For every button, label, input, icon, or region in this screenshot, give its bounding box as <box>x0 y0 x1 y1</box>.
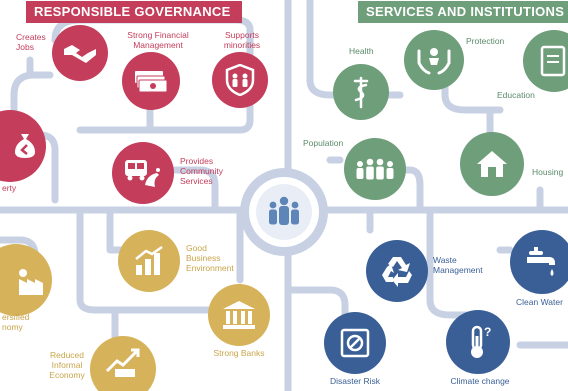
money-bag-icon <box>15 134 35 158</box>
money-stack-icon <box>135 71 168 93</box>
people-group-icon <box>269 196 299 225</box>
label-reduces-poverty: uces erty <box>2 173 20 193</box>
bar-chart-icon <box>135 245 163 275</box>
node-housing <box>460 132 524 196</box>
node-strong-financial-management <box>122 52 180 110</box>
house-icon <box>477 151 507 177</box>
label-supports-minorities: Supports minorities <box>223 30 261 50</box>
node-climate-change: ? <box>446 310 510 374</box>
caduceus-icon <box>353 76 369 109</box>
label-clean-water: Clean Water <box>516 297 563 307</box>
label-strong-banks: Strong Banks <box>213 348 265 358</box>
bank-icon <box>223 301 255 329</box>
factory-icon <box>19 269 43 295</box>
label-waste-management: Waste Management <box>433 255 483 275</box>
label-creates-jobs: Creates Jobs <box>16 32 46 52</box>
node-waste-management <box>366 240 428 302</box>
label-population: Population <box>303 138 344 148</box>
node-creates-jobs <box>52 25 108 81</box>
node-good-business-environment <box>118 230 180 292</box>
banner-services-and-institutions: SERVICES AND INSTITUTIONS <box>358 1 568 23</box>
label-diversified-economy: ersified nomy <box>2 312 30 332</box>
center-hub <box>240 168 328 256</box>
banner-responsible-governance: RESPONSIBLE GOVERNANCE <box>26 1 242 23</box>
handshake-icon <box>64 45 96 63</box>
crowd-icon <box>356 158 394 180</box>
node-clean-water <box>510 230 568 294</box>
node-reduced-informal-economy <box>90 336 156 391</box>
node-health <box>333 64 389 120</box>
node-education <box>523 30 568 92</box>
hands-person-icon <box>417 48 451 75</box>
node-population <box>344 138 406 200</box>
label-good-business-environment: Good Business Environment <box>186 243 234 273</box>
fire-extinguisher-icon <box>340 328 370 358</box>
bus-icon <box>125 160 160 187</box>
node-strong-banks <box>208 284 270 346</box>
label-disaster-risk: Disaster Risk <box>329 376 381 386</box>
thermometer-icon: ? <box>471 325 491 358</box>
node-disaster-risk <box>324 312 386 374</box>
label-education: Education <box>497 90 535 100</box>
book-icon <box>540 45 566 77</box>
recycle-icon <box>382 257 412 287</box>
label-health: Health <box>349 46 374 56</box>
node-community-services <box>112 142 174 204</box>
label-climate-change: Climate change <box>450 376 510 386</box>
label-reduced-informal-economy: Reduced Informal Economy <box>49 350 85 380</box>
faucet-icon <box>527 247 555 276</box>
label-housing: Housing <box>532 167 564 177</box>
growth-chart-icon <box>105 348 140 377</box>
label-strong-financial-management: Strong Financial Management <box>127 30 189 50</box>
node-protection <box>404 30 464 90</box>
svg-text:?: ? <box>484 325 491 339</box>
label-protection: Protection <box>466 36 505 46</box>
label-community-services: Provides Community Services <box>180 156 223 186</box>
shield-people-icon <box>225 64 255 96</box>
node-supports-minorities <box>212 52 268 108</box>
